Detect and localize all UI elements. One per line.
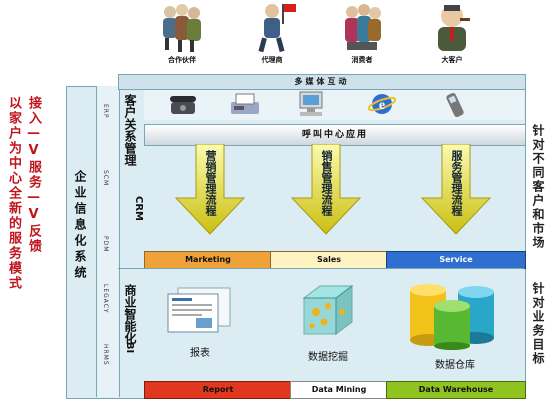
crm-tab-sales: Sales xyxy=(270,251,388,269)
bi-label-en: BI xyxy=(124,341,136,354)
down-arrow-icon xyxy=(174,144,246,235)
computer-icon xyxy=(299,91,323,116)
key-customer-icon xyxy=(438,5,470,51)
persona-agent: 代理商 xyxy=(242,2,302,66)
telephone-icon xyxy=(170,96,196,114)
mobile-phone-icon xyxy=(446,92,464,118)
process-arrow-marketing: 营销管理流程 xyxy=(172,144,248,236)
right-caption-business-goals: 针对业务目标 xyxy=(531,282,545,366)
process-arrow-service: 服务管理流程 xyxy=(418,144,494,236)
devices-row: e xyxy=(144,90,524,120)
section-divider xyxy=(118,268,524,269)
internet-explorer-icon: e xyxy=(368,94,396,114)
process-arrow-label: 营销管理流程 xyxy=(204,150,217,216)
consumer-icon xyxy=(345,4,381,50)
persona-label: 消费者 xyxy=(351,56,373,64)
right-caption-customers-markets: 针对不同客户和市场 xyxy=(531,124,545,250)
call-center-band: 呼叫中心应用 xyxy=(144,124,526,146)
multimedia-band: 多媒体互动 xyxy=(118,74,526,90)
report-icon xyxy=(167,287,231,333)
bi-label-cn: 商业智能化 xyxy=(123,284,137,344)
svg-text:e: e xyxy=(379,98,385,113)
persona-label: 大客户 xyxy=(441,56,463,64)
layer-hrms: HRMS xyxy=(102,344,109,366)
crm-tab-service: Service xyxy=(386,251,526,269)
bi-item-label: 报表 xyxy=(190,348,210,359)
process-arrow-label: 服务管理流程 xyxy=(450,150,463,216)
crm-label-en: CRM xyxy=(133,196,144,221)
persona-key-customer: 大客户 xyxy=(422,2,482,66)
bi-item-data-warehouse: 数据仓库 xyxy=(400,280,510,372)
left-caption-feedback-loop: 接入—V服务—V反馈 xyxy=(26,96,41,254)
down-arrow-icon xyxy=(290,144,362,235)
bi-item-label: 数据挖掘 xyxy=(308,352,348,363)
persona-label: 合作伙伴 xyxy=(168,56,196,64)
bi-tab-data-warehouse: Data Warehouse xyxy=(386,381,526,399)
bi-item-data-mining: 数据挖掘 xyxy=(278,282,378,372)
left-caption-service-model: 以家户为中心全新的服务模式 xyxy=(6,96,21,291)
data-warehouse-cylinders-icon xyxy=(410,284,494,350)
bi-item-label: 数据仓库 xyxy=(435,360,475,371)
layer-pdm: PDM xyxy=(102,236,109,253)
bi-item-report: 报表 xyxy=(150,282,250,372)
layer-scm: SCM xyxy=(102,170,109,187)
layer-erp: ERP xyxy=(102,104,109,119)
fax-icon xyxy=(231,93,259,114)
personas-row: 合作伙伴 代理商 消费者 大客户 xyxy=(140,2,520,66)
enterprise-system-label: 企业信息化系统 xyxy=(73,170,87,282)
persona-consumer: 消费者 xyxy=(332,2,392,66)
down-arrow-icon xyxy=(420,144,492,235)
persona-label: 代理商 xyxy=(261,56,283,64)
process-arrow-sales: 销售管理流程 xyxy=(288,144,364,236)
layer-column xyxy=(96,86,120,397)
crm-tab-marketing: Marketing xyxy=(144,251,272,269)
agent-icon xyxy=(258,4,296,53)
bi-tab-report: Report xyxy=(144,381,292,399)
process-arrow-label: 销售管理流程 xyxy=(320,150,333,216)
layer-legacy: LEGACY xyxy=(102,284,109,314)
crm-label-cn: 客户关系管理 xyxy=(123,94,137,166)
data-mining-cube-icon xyxy=(302,285,354,335)
persona-partner: 合作伙伴 xyxy=(152,2,212,66)
partner-icon xyxy=(163,4,201,52)
bi-tab-data-mining: Data Mining xyxy=(290,381,388,399)
